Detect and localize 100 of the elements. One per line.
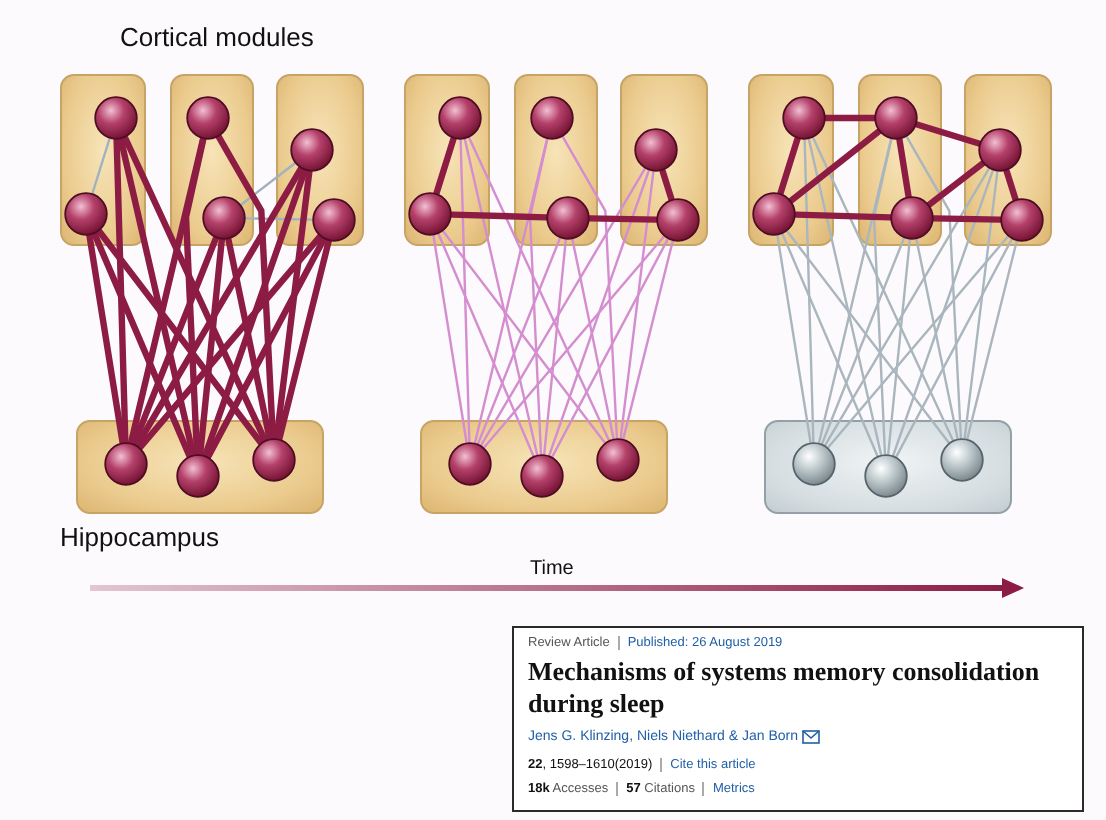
connection-line: [91, 231, 193, 459]
connection-line: [476, 237, 562, 445]
node-sphere: [596, 438, 640, 482]
connection-line: [571, 238, 615, 440]
connection-line: [963, 170, 999, 440]
connection-line: [788, 128, 882, 204]
connection-line: [817, 138, 893, 444]
node-sphere: [94, 96, 138, 140]
connection-line: [895, 238, 1013, 458]
connection-line: [117, 136, 197, 458]
connection-line: [551, 238, 669, 458]
connection-line: [905, 135, 963, 440]
module-box: [404, 74, 490, 246]
connection-line: [215, 133, 277, 442]
connection-line: [225, 236, 273, 442]
node-sphere: [978, 128, 1022, 172]
node-sphere: [782, 96, 826, 140]
connection-line: [622, 240, 674, 440]
connection-line: [619, 170, 655, 440]
module-box: [514, 74, 598, 246]
node-sphere: [64, 192, 108, 236]
connection-line: [240, 162, 296, 206]
connection-line: [437, 233, 535, 457]
connection-line: [776, 234, 812, 444]
connection-line: [887, 238, 911, 456]
connection-line: [807, 138, 883, 456]
connection-line: [137, 233, 323, 451]
connection-line: [872, 138, 893, 456]
connection-line: [468, 136, 610, 442]
module-box: [276, 74, 364, 246]
connection-line: [448, 211, 550, 221]
node-sphere: [312, 198, 356, 242]
node-sphere: [656, 198, 700, 242]
connection-line: [548, 169, 650, 457]
connection-line: [96, 228, 264, 446]
connection-line: [480, 167, 646, 447]
node-sphere: [252, 438, 296, 482]
connection-line: [122, 134, 268, 444]
node-sphere: [1000, 198, 1044, 242]
connection-line: [586, 215, 660, 223]
connection-line: [202, 167, 308, 459]
node-sphere: [448, 442, 492, 486]
connection-line: [822, 114, 878, 122]
connection-line: [930, 215, 1004, 223]
connection-line: [528, 138, 549, 456]
module-box: [620, 74, 708, 246]
connection-line: [892, 169, 994, 457]
connection-line: [463, 138, 539, 456]
connection-line: [827, 235, 1009, 449]
connection-line: [244, 217, 314, 221]
connection-line: [130, 235, 220, 447]
node-sphere: [874, 96, 918, 140]
connection-line: [205, 236, 327, 460]
connection-line: [273, 168, 313, 442]
connection-line: [915, 238, 959, 440]
article-title: Mechanisms of systems memory consolidation during sleep: [528, 656, 1042, 720]
connection-line: [113, 136, 129, 446]
region-label: Hippocampus: [60, 524, 219, 554]
connection-line: [432, 234, 468, 444]
node-sphere: [176, 454, 220, 498]
connection-line: [820, 237, 906, 445]
node-sphere: [634, 128, 678, 172]
connection-line: [926, 160, 986, 208]
connection-line: [182, 136, 207, 458]
connection-line: [777, 135, 801, 197]
connection-line: [824, 167, 990, 447]
article-card: [512, 626, 1084, 812]
node-sphere: [202, 196, 246, 240]
node-sphere: [520, 454, 564, 498]
node-sphere: [438, 96, 482, 140]
node-sphere: [546, 196, 590, 240]
connection-line: [459, 138, 471, 444]
connection-line: [543, 238, 567, 456]
node-sphere: [408, 192, 452, 236]
module-box: [964, 74, 1052, 246]
connection-line: [197, 236, 225, 458]
connection-line: [966, 240, 1018, 440]
connection-line: [1003, 167, 1019, 203]
connection-line: [781, 233, 879, 457]
node-sphere: [104, 442, 148, 486]
connection-line: [913, 121, 983, 147]
node-sphere: [530, 96, 574, 140]
connection-line: [812, 136, 954, 442]
connection-line: [483, 235, 665, 449]
axis-label: Time: [530, 558, 574, 581]
connection-line: [659, 167, 675, 203]
connection-line: [786, 230, 950, 444]
node-sphere: [186, 96, 230, 140]
connection-line: [134, 165, 304, 449]
node-sphere: [752, 192, 796, 236]
hippocampus-box: [764, 420, 1012, 514]
connection-line: [803, 138, 815, 444]
connection-line: [792, 211, 894, 221]
connection-line: [276, 238, 332, 442]
connection-line: [442, 230, 606, 444]
hippocampus-box: [420, 420, 668, 514]
region-label: Cortical modules: [120, 24, 314, 54]
connection-line: [433, 135, 457, 197]
node-sphere: [290, 128, 334, 172]
node-sphere: [890, 196, 934, 240]
